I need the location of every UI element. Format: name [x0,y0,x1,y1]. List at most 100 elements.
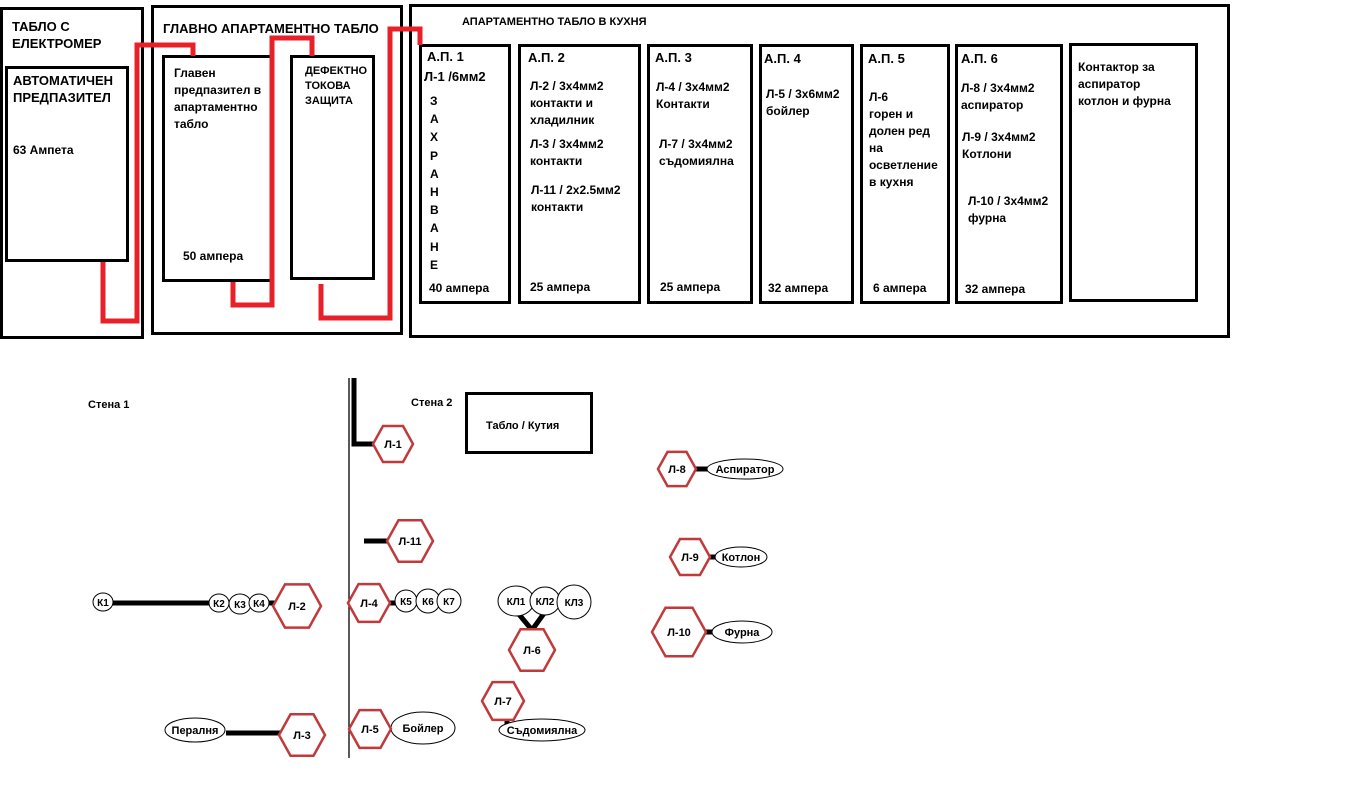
ap6-line-1: Л-8 / 3х4мм2 аспиратор [961,81,1035,112]
kitchen-panel [409,4,1230,338]
ap1-name: А.П. 1 [427,49,464,64]
ap6 [955,44,1063,304]
hex-label: Л-3 [293,730,311,742]
ap6-name: А.П. 6 [961,51,998,66]
ap3-rating: 25 ампера [660,280,721,294]
appliance: Аспиратор [706,458,784,480]
hex-label: Л-7 [494,696,512,708]
socket-label: К6 [422,597,434,608]
wall-1-label: Стена 1 [88,399,130,411]
ap1-vertical-letter: Р [430,148,439,163]
appliance-label: Бойлер [402,723,443,735]
red-wire-3 [318,26,423,321]
hex-shape [277,713,327,757]
hex-shape [346,582,392,624]
socket: К4 [248,593,270,613]
ap1-rating: 40 ампера [429,281,490,295]
ap4 [759,44,854,304]
hex-shape [347,708,393,750]
ap2-line-1: Л-2 / 3х4мм2 контакти и хладилник [530,79,604,127]
hex-label: Л-10 [667,627,691,639]
ap4-rating: 32 ампера [768,281,829,295]
socket-label: К5 [400,597,412,608]
socket-shape [436,588,462,614]
ap4-line-1: Л-5 / 3х6мм2 бойлер [766,87,840,118]
contactor-label: Контактор за аспиратор котлон и фурна [1078,60,1171,108]
appliance: Съдомиялна [498,718,586,742]
hex-marker: Л-9 [668,537,712,577]
hex-label: Л-2 [288,601,306,613]
auto-breaker-rating: 63 Ампета [13,143,74,157]
ap1 [419,44,511,304]
socket-shape [92,592,114,612]
rcd [290,55,375,280]
hex-label: Л-6 [523,645,541,657]
ap1-vertical-letter: Х [430,130,439,145]
socket-label: К3 [234,600,246,611]
appliance-label: Съдомиялна [507,725,578,737]
meter-panel-title: ТАБЛО С ЕЛЕКТРОМЕР [12,19,102,51]
hex-shape [371,424,415,464]
socket-label: К7 [443,597,455,608]
socket-shape [556,584,592,620]
socket: КЛ1 [497,585,535,617]
cable-l1 [351,378,373,447]
socket-shape [248,593,270,613]
kitchen-panel-title: АПАРТАМЕНТНО ТАБЛО В КУХНЯ [462,16,647,28]
ap3-line-1: Л-4 / 3х4мм2 Контакти [656,80,730,111]
hex-marker: Л-7 [480,680,526,722]
ap1-vertical-letter: З [430,94,438,108]
socket: К7 [436,588,462,614]
auto-breaker [5,66,129,262]
ap5-line-1: Л-6 горен и долен ред на осветление в ку… [869,90,938,189]
ap2 [518,44,641,304]
ap2-rating: 25 ампера [530,280,591,294]
appliance: Пералня [164,717,226,743]
ap1-vertical-letter: А [430,166,439,181]
hex-label: Л-4 [360,598,378,610]
ap2-line-2: Л-3 / 3х4мм2 контакти [530,137,604,168]
meter-panel [0,7,144,339]
hex-marker: Л-11 [385,519,435,563]
socket-label: К2 [213,599,225,610]
appliance: Котлон [714,546,768,568]
ap6-line-3: Л-10 / 3х4мм2 фурна [968,194,1049,225]
hex-marker: Л-6 [507,628,557,672]
hex-marker: Л-4 [346,582,392,624]
hex-shape [656,450,698,488]
socket-label: КЛ2 [536,597,555,608]
appliance-label: Аспиратор [716,464,775,476]
ap3 [647,44,753,304]
ap1-vertical-letter: А [430,112,439,127]
socket: К6 [415,588,441,614]
appliance-label: Котлон [722,552,761,564]
appliance-shape [706,458,784,480]
ap1-vertical-letter: В [430,203,439,218]
appliance-label: Фурна [725,627,761,639]
appliance-shape [714,546,768,568]
hex-marker: Л-3 [277,713,327,757]
hex-marker: Л-5 [347,708,393,750]
ap3-line-2: Л-7 / 3х4мм2 съдомиялна [659,137,734,168]
hex-shape [650,606,708,658]
socket: К5 [394,589,418,613]
socket: КЛ3 [556,584,592,620]
wall-2-label: Стена 2 [411,397,453,409]
rcd-label: ДЕФЕКТНО ТОКОВА ЗАЩИТА [305,65,368,107]
hex-shape [271,583,323,629]
hex-shape [507,628,557,672]
ap3-name: А.П. 3 [655,50,692,65]
socket: К2 [208,593,230,613]
hex-label: Л-11 [398,536,421,548]
ap1-vertical-letter: А [430,221,439,236]
ap1-vertical-letter: Н [430,185,439,200]
appliance-label: Пералня [172,725,219,737]
ap6-rating: 32 ампера [965,282,1026,296]
main-breaker-rating: 50 ампера [183,249,244,263]
ap1-vertical-letter: Е [430,257,439,272]
main-breaker-label: Главен предпазител в апартаментно табло [174,66,262,131]
ap2-name: А.П. 2 [528,50,565,65]
socket: К1 [92,592,114,612]
red-wire-1 [100,42,196,324]
